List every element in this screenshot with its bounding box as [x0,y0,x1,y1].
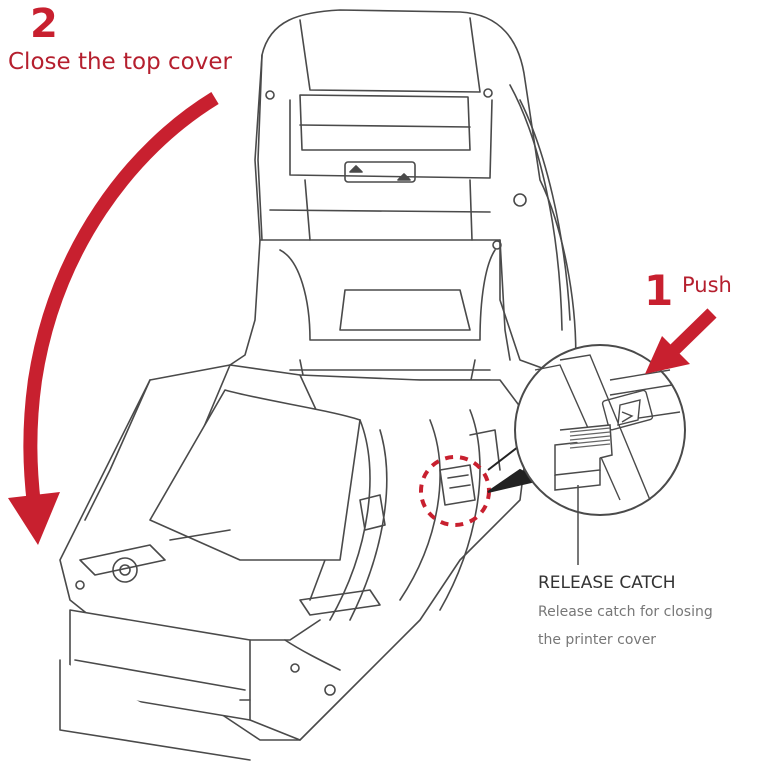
printer-body-inner [229,239,511,386]
release-catch-part [554,424,613,491]
step-1-label: Push [682,273,732,297]
step-1-number: 1 [644,266,674,315]
step-2-label: Close the top cover [8,49,232,75]
callout-description-line-2: the printer cover [538,632,657,648]
printer-illustration [59,9,577,761]
top-cover [254,9,577,381]
magnified-inset [514,344,686,565]
step-2-number: 2 [30,1,58,47]
callout-title: RELEASE CATCH [538,573,676,593]
curved-arrow-icon [8,92,219,545]
callout-description-line-1: Release catch for closing [538,604,713,620]
push-arrow-icon [645,308,717,374]
printer-base [59,364,531,761]
